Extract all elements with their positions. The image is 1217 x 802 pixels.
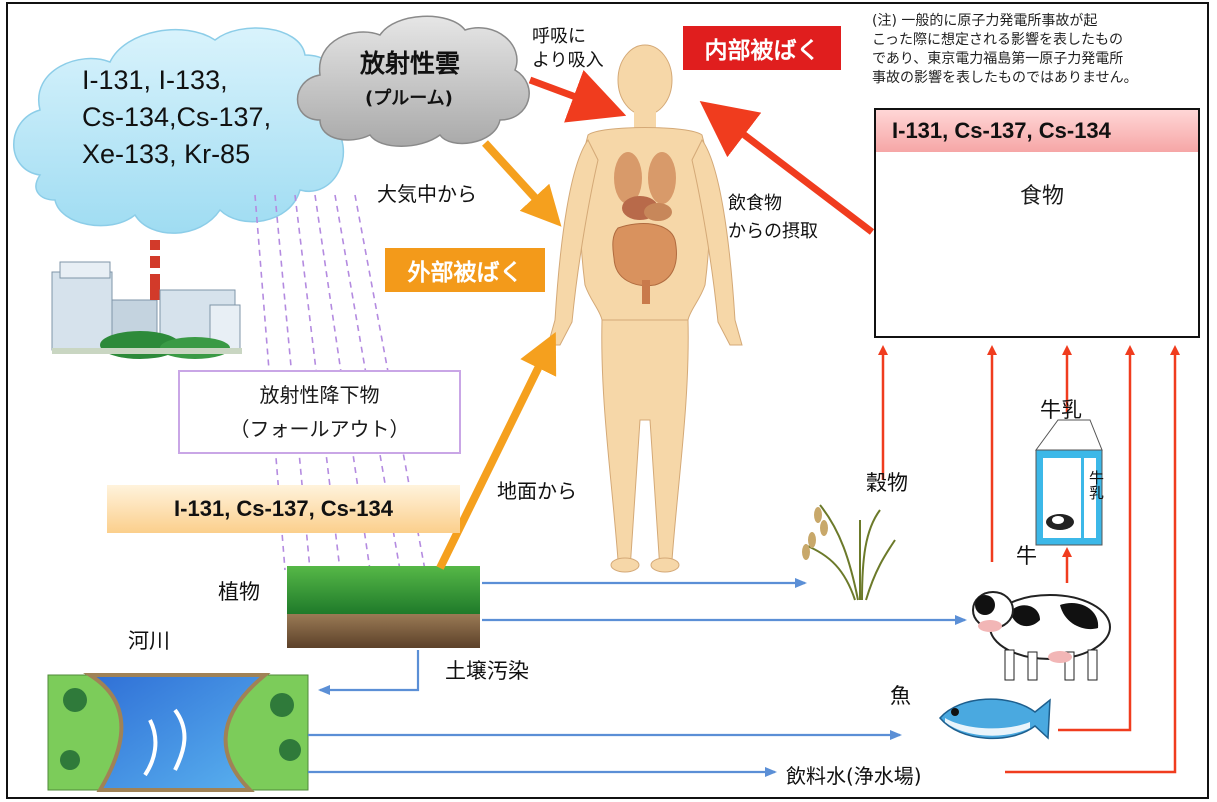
- food-label: 食物: [1020, 184, 1065, 209]
- milk-carton-label: 牛乳: [1087, 470, 1105, 500]
- river-illustration: [47, 673, 309, 792]
- external-air-arrow: [482, 140, 562, 227]
- inhalation-arrow: [528, 70, 627, 123]
- fish-illustration: [939, 698, 1051, 740]
- milk-carton-illustration: [1035, 419, 1103, 546]
- from-ground-label: 地面から: [497, 479, 577, 503]
- ingestion-arrow: [699, 101, 875, 235]
- cow-illustration: [972, 591, 1111, 681]
- plume-subtitle: (プルーム): [365, 88, 453, 109]
- disclaimer-note: (注) 一般的に原子力発電所事故が起 こった際に想定される影響を表したもの であ…: [872, 13, 1138, 86]
- fish-label: 魚: [890, 684, 911, 708]
- plants-label: 植物: [218, 580, 260, 604]
- distribution-arrows: [308, 578, 967, 777]
- outer-frame: [6, 2, 1209, 799]
- human-body-illustration: [547, 44, 743, 573]
- water-label: 飲料水(浄水場): [786, 764, 922, 788]
- inhalation-label: 呼吸に より吸入: [532, 26, 604, 71]
- food-isotopes-header: I-131, Cs-137, Cs-134: [874, 108, 1200, 152]
- grain-label: 穀物: [866, 471, 908, 495]
- cow-label: 牛: [1016, 544, 1037, 568]
- soil-label: 土壌汚染: [445, 659, 529, 683]
- plume-title: 放射性雲: [360, 49, 461, 78]
- from-air-label: 大気中から: [377, 182, 477, 206]
- plume-cloud: [296, 15, 530, 147]
- food-chain-arrows: [878, 345, 1180, 774]
- river-label: 河川: [128, 629, 170, 653]
- power-plant-illustration: [51, 240, 242, 359]
- milk-label: 牛乳: [1040, 398, 1082, 422]
- external-exposure-label: 外部被ばく: [385, 248, 545, 292]
- fallout-title: 放射性降下物: [259, 383, 380, 407]
- ingestion-label: 飲食物 からの摂取: [728, 193, 818, 242]
- cloud-isotopes: I-131, I-133, Cs-134,Cs-137, Xe-133, Kr-…: [82, 65, 272, 169]
- grain-heads: [802, 507, 828, 560]
- ground-plot-illustration: [287, 566, 480, 648]
- fallout-subtitle: （フォールアウト）: [229, 417, 410, 441]
- ground-isotopes-label: I-131, Cs-137, Cs-134: [107, 485, 460, 533]
- internal-exposure-label: 内部被ばく: [683, 26, 841, 70]
- fallout-box: 放射性降下物 （フォールアウト）: [178, 370, 461, 454]
